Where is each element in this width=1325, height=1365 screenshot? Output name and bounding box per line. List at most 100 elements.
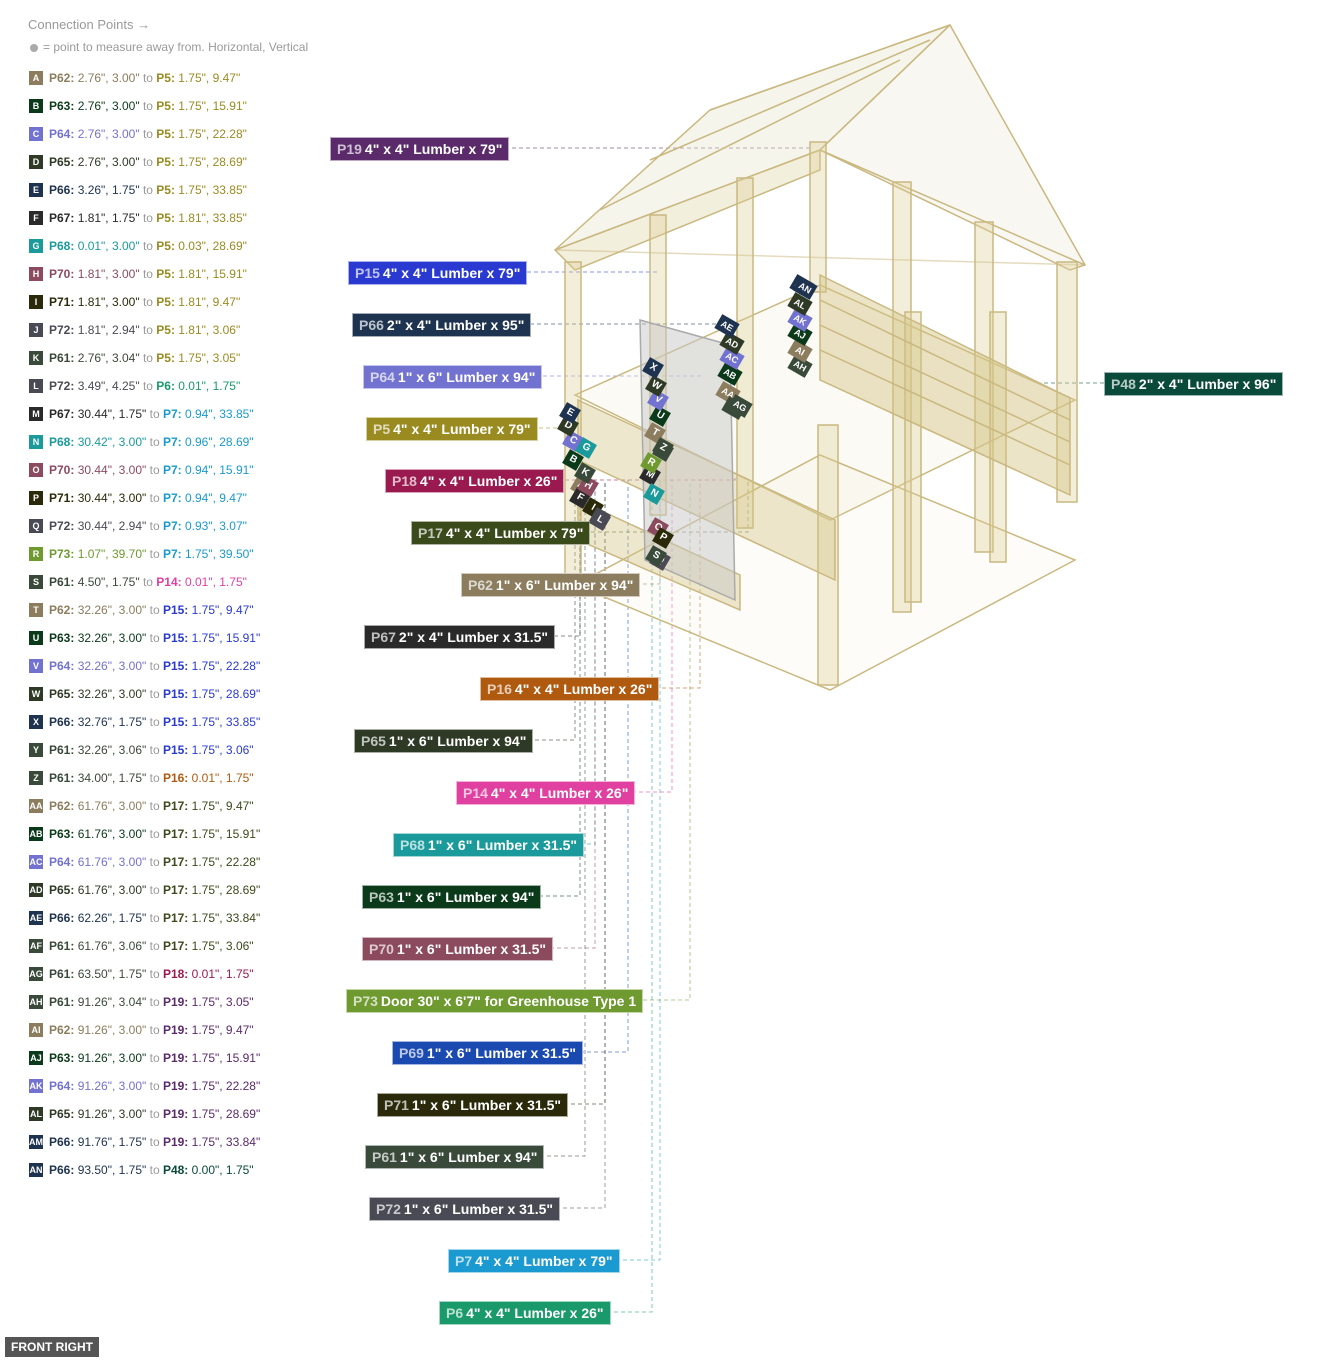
connection-to-value: 1.75", 33.85" bbox=[188, 714, 261, 729]
connection-from-part: P67: bbox=[49, 406, 75, 421]
connection-text: P70: 1.81", 3.00" to P5: 1.81", 15.91" bbox=[49, 267, 247, 281]
connection-to-word: to bbox=[149, 406, 163, 421]
connection-to-value: 1.75", 28.69" bbox=[174, 154, 247, 169]
connection-to-value: 0.03", 28.69" bbox=[174, 238, 247, 253]
connection-to-word: to bbox=[142, 210, 157, 225]
connection-to-part: P19: bbox=[162, 994, 189, 1009]
connection-from-part: P73: bbox=[49, 546, 75, 561]
connection-text: P63: 61.76", 3.00" to P17: 1.75", 15.91" bbox=[49, 827, 260, 841]
connection-to-part: P19: bbox=[162, 1134, 189, 1149]
connection-from-part: P70: bbox=[49, 462, 75, 477]
connection-to-value: 1.75", 28.69" bbox=[188, 1106, 261, 1121]
connection-text: P72: 3.49", 4.25" to P6: 0.01", 1.75" bbox=[49, 379, 240, 393]
connection-from-value: 91.26", 3.00" bbox=[74, 1050, 150, 1065]
connection-to-word: to bbox=[142, 350, 157, 365]
leader-line bbox=[528, 480, 576, 741]
connection-text: P71: 30.44", 3.00" to P7: 0.94", 9.47" bbox=[49, 491, 247, 505]
connection-to-part: P6: bbox=[156, 378, 175, 393]
part-description: 4" x 4" Lumber x 26" bbox=[466, 1305, 604, 1321]
connection-from-value: 30.42", 3.00" bbox=[74, 434, 150, 449]
connection-text: P67: 1.81", 1.75" to P5: 1.81", 33.85" bbox=[49, 211, 247, 225]
connection-from-part: P65: bbox=[49, 1106, 75, 1121]
connection-from-part: P61: bbox=[49, 938, 75, 953]
connection-to-word: to bbox=[149, 1134, 163, 1149]
connection-text: P72: 1.81", 2.94" to P5: 1.81", 3.06" bbox=[49, 323, 240, 337]
connection-to-value: 1.75", 39.50" bbox=[181, 546, 254, 561]
part-description: Door 30" x 6'7" for Greenhouse Type 1 bbox=[380, 993, 637, 1009]
connection-from-value: 1.81", 1.75" bbox=[74, 210, 143, 225]
leader-line bbox=[584, 480, 749, 533]
connection-to-value: 0.00", 1.75" bbox=[188, 1162, 254, 1177]
connection-to-part: P5: bbox=[156, 238, 175, 253]
connection-from-value: 61.76", 3.00" bbox=[74, 798, 150, 813]
connection-text: P66: 62.26", 1.75" to P17: 1.75", 33.84" bbox=[49, 911, 260, 925]
connection-to-value: 1.75", 3.06" bbox=[188, 938, 254, 953]
connection-to-word: to bbox=[149, 602, 163, 617]
connection-from-value: 3.49", 4.25" bbox=[74, 378, 143, 393]
connection-letter: O bbox=[29, 462, 43, 477]
connection-to-part: P17: bbox=[162, 798, 189, 813]
connection-to-part: P15: bbox=[162, 630, 189, 645]
part-id: P5 bbox=[373, 421, 391, 437]
greenhouse-frame bbox=[553, 23, 1087, 691]
connection-letter: AD bbox=[29, 882, 43, 897]
connection-to-word: to bbox=[142, 378, 157, 393]
connection-to-value: 1.75", 33.85" bbox=[174, 182, 247, 197]
connection-letter: AF bbox=[29, 938, 43, 953]
connection-to-value: 0.94", 33.85" bbox=[181, 406, 254, 421]
post-right-3 bbox=[904, 311, 922, 603]
connection-from-part: P66: bbox=[49, 910, 75, 925]
leader-line bbox=[558, 478, 736, 481]
connection-text: P61: 32.26", 3.06" to P15: 1.75", 3.06" bbox=[49, 743, 254, 757]
connection-text: P64: 61.76", 3.00" to P17: 1.75", 22.28" bbox=[49, 855, 260, 869]
post-right-corner bbox=[1056, 261, 1078, 503]
connection-text: P66: 3.26", 1.75" to P5: 1.75", 33.85" bbox=[49, 183, 247, 197]
connection-from-part: P65: bbox=[49, 154, 75, 169]
connection-to-part: P5: bbox=[156, 210, 175, 225]
connection-from-value: 30.44", 3.00" bbox=[74, 462, 150, 477]
connection-letter: W bbox=[29, 686, 43, 701]
connection-from-part: P67: bbox=[49, 210, 75, 225]
connection-to-word: to bbox=[149, 1022, 163, 1037]
connection-to-word: to bbox=[149, 490, 163, 505]
connection-to-value: 1.75", 3.05" bbox=[188, 994, 254, 1009]
connection-from-part: P64: bbox=[49, 1078, 75, 1093]
leader-line bbox=[643, 480, 691, 1001]
connection-text: P68: 30.42", 3.00" to P7: 0.96", 28.69" bbox=[49, 435, 254, 449]
roof-right-panel bbox=[818, 23, 1087, 271]
connection-to-word: to bbox=[149, 630, 163, 645]
part-description: 4" x 4" Lumber x 79" bbox=[445, 525, 584, 541]
connection-from-part: P71: bbox=[49, 490, 75, 505]
part-id: P64 bbox=[370, 369, 395, 385]
connection-text: P64: 2.76", 3.00" to P5: 1.75", 22.28" bbox=[49, 127, 247, 141]
legend-note: = point to measure away from. Horizontal… bbox=[30, 40, 308, 54]
connection-from-part: P61: bbox=[49, 350, 75, 365]
connection-to-word: to bbox=[149, 714, 163, 729]
part-id: P48 bbox=[1111, 376, 1136, 392]
part-id: P72 bbox=[376, 1201, 401, 1217]
connection-text: P66: 93.50", 1.75" to P48: 0.00", 1.75" bbox=[49, 1163, 254, 1177]
connection-from-value: 61.76", 3.06" bbox=[74, 938, 150, 953]
part-description: 1" x 6" Lumber x 31.5" bbox=[427, 837, 578, 853]
connection-from-value: 32.26", 3.06" bbox=[74, 742, 150, 757]
connection-to-word: to bbox=[149, 798, 163, 813]
connection-from-part: P70: bbox=[49, 266, 75, 281]
